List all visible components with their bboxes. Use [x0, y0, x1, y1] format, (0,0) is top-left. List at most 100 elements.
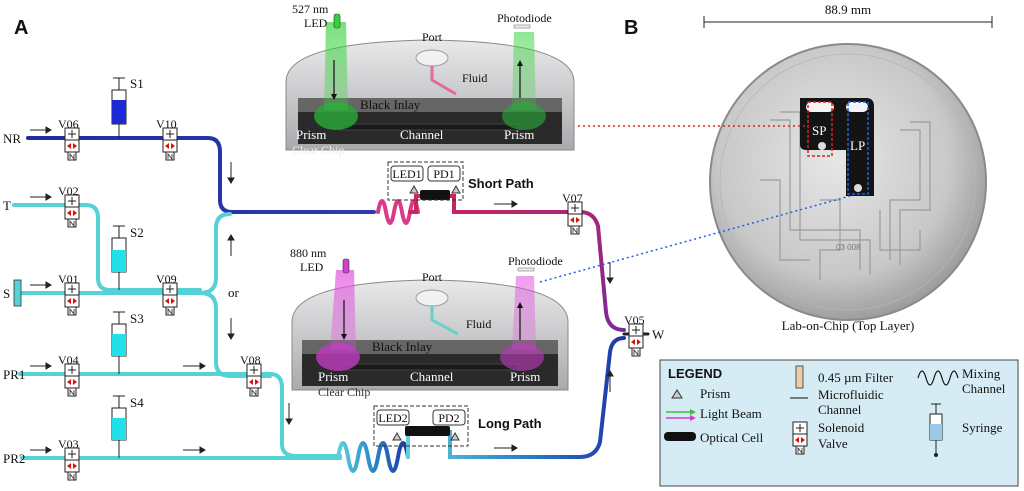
svg-text:0.45 µm Filter: 0.45 µm Filter	[818, 370, 894, 385]
optical-cell-short	[420, 190, 450, 200]
chip-photo: 88.9 mm SP LP 03 008 Lab-on-Chip (Top La…	[703, 2, 993, 333]
valve-v02[interactable]: V02	[58, 184, 80, 228]
filter-icon	[13, 279, 22, 307]
svg-text:Prism: Prism	[700, 386, 730, 401]
svg-text:V06: V06	[58, 117, 79, 131]
led2-label: LED2	[378, 411, 407, 425]
long-path-marker	[847, 101, 869, 195]
svg-text:V02: V02	[58, 184, 79, 198]
svg-text:Light Beam: Light Beam	[700, 406, 762, 421]
prism-icon	[409, 184, 419, 194]
svg-text:V04: V04	[58, 353, 79, 367]
svg-text:S4: S4	[130, 395, 144, 410]
inlet-s: S	[3, 286, 10, 301]
outlet-w: W	[652, 327, 665, 342]
inlet-t: T	[3, 198, 11, 213]
svg-text:Fluid: Fluid	[462, 71, 487, 85]
photodiode-icon	[517, 267, 535, 272]
chip-caption: Lab-on-Chip (Top Layer)	[782, 318, 915, 333]
or-label: or	[228, 285, 240, 300]
long-path-title: Long Path	[478, 416, 542, 431]
svg-text:S1: S1	[130, 76, 144, 91]
svg-text:Channel: Channel	[410, 369, 454, 384]
svg-text:Prism: Prism	[504, 127, 534, 142]
valve-v04[interactable]: V04	[58, 353, 80, 397]
svg-text:V07: V07	[562, 191, 583, 205]
svg-text:Port: Port	[422, 30, 443, 44]
valve-v01[interactable]: V01	[58, 272, 80, 316]
long-mixing-coil	[336, 441, 410, 473]
svg-text:S3: S3	[130, 311, 144, 326]
mixing-channel-icon	[917, 370, 959, 386]
pd2-label: PD2	[438, 411, 459, 425]
svg-text:LED: LED	[300, 260, 324, 274]
chip-cross-section-short: 527 nm LED Photodiode Port Fluid Black I…	[285, 2, 575, 157]
chip-serial: 03 008	[836, 243, 861, 252]
inlet-pr1: PR1	[3, 367, 25, 382]
prism-icon	[671, 389, 683, 399]
svg-text:V05: V05	[624, 313, 645, 327]
led-icon	[333, 13, 341, 29]
svg-text:Mixing: Mixing	[962, 366, 1001, 381]
svg-text:S2: S2	[130, 225, 144, 240]
t-channel	[12, 203, 202, 292]
pd1-label: PD1	[433, 167, 454, 181]
syringe-s1[interactable]: S1	[111, 76, 144, 138]
flow-arrows	[30, 126, 614, 454]
prism-icon	[450, 431, 460, 441]
dimension-label: 88.9 mm	[825, 2, 871, 17]
svg-text:V10: V10	[156, 117, 177, 131]
svg-text:V08: V08	[240, 353, 261, 367]
long-path-detector-box	[373, 405, 469, 447]
svg-text:Microfluidic: Microfluidic	[818, 387, 884, 402]
legend: LEGEND Prism Light Beam Optical Cell 0.4…	[659, 359, 1019, 487]
syringe-s2[interactable]: S2	[111, 225, 144, 290]
svg-text:Valve: Valve	[818, 436, 848, 451]
valve-v06[interactable]: V06	[58, 117, 80, 161]
syringe-s4[interactable]: S4	[111, 395, 144, 458]
svg-text:V03: V03	[58, 437, 79, 451]
panel-label-b: B	[624, 17, 638, 39]
optical-cell-long	[405, 426, 450, 436]
svg-text:Black Inlay: Black Inlay	[372, 339, 433, 354]
svg-text:Optical Cell: Optical Cell	[700, 430, 764, 445]
short-mixing-coil	[376, 199, 420, 225]
short-path-marker	[807, 101, 833, 157]
valve-v03[interactable]: V03	[58, 437, 80, 481]
svg-text:LEGEND: LEGEND	[668, 366, 722, 381]
nr-channel	[26, 136, 376, 214]
svg-text:Channel: Channel	[818, 402, 862, 417]
inlet-nr: NR	[3, 131, 21, 146]
svg-text:Prism: Prism	[318, 369, 348, 384]
svg-text:Photodiode: Photodiode	[508, 254, 563, 268]
chip-cross-section-long: 880 nm LED Photodiode Port Fluid Black I…	[290, 246, 569, 399]
svg-text:Port: Port	[422, 270, 443, 284]
prism-icon	[451, 184, 461, 194]
sp-label: SP	[812, 123, 826, 138]
inlet-pr2: PR2	[3, 451, 25, 466]
svg-text:Clear Chip: Clear Chip	[318, 385, 370, 399]
svg-text:880 nm: 880 nm	[290, 246, 327, 260]
prism-icon	[392, 431, 402, 441]
svg-text:Prism: Prism	[510, 369, 540, 384]
valve-v08[interactable]: V08	[240, 353, 262, 397]
valve-v09[interactable]: V09	[156, 272, 178, 316]
svg-text:527 nm: 527 nm	[292, 2, 329, 16]
svg-text:Syringe: Syringe	[962, 420, 1003, 435]
short-path-title: Short Path	[468, 176, 534, 191]
panel-label-a: A	[14, 17, 28, 39]
svg-text:Photodiode: Photodiode	[497, 11, 552, 25]
optical-cell-icon	[664, 432, 696, 441]
pr1-channel	[18, 372, 342, 458]
syringe-s3[interactable]: S3	[111, 311, 144, 374]
svg-text:Fluid: Fluid	[466, 317, 491, 331]
lp-label: LP	[850, 138, 865, 153]
long-path-link	[539, 195, 851, 283]
svg-text:V09: V09	[156, 272, 177, 286]
svg-text:V01: V01	[58, 272, 79, 286]
led-icon	[342, 258, 350, 274]
valve-v05[interactable]: V05	[624, 313, 645, 357]
valve-v10[interactable]: V10	[156, 117, 178, 161]
valve-v07[interactable]: V07	[562, 191, 583, 235]
filter-legend-icon	[795, 365, 804, 389]
